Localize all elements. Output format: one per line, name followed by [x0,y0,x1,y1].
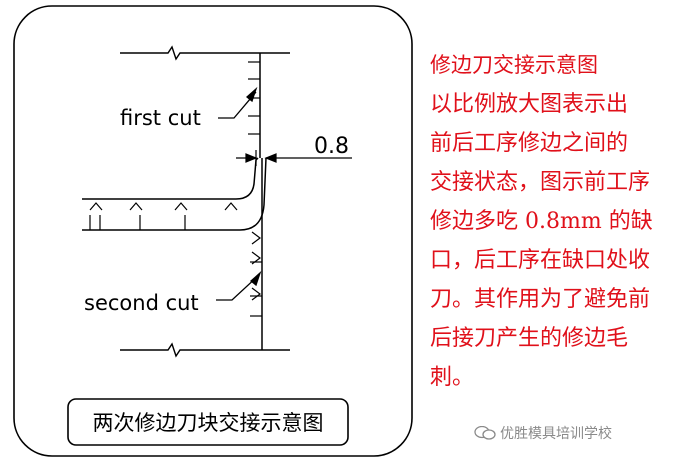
description-line: 交接状态，图示前工序 [430,170,651,195]
watermark: 优胜模具培训学校 [474,423,612,443]
first-cut-label: first cut [120,106,201,130]
description-line: 前后工序修边之间的 [430,131,629,156]
sheet-outline [82,157,259,200]
hatch-ticks-lower [250,261,262,317]
caption-label: 两次修边刀块交接示意图 [93,411,324,435]
description-line: 刀。其作用为了避免前 [430,287,651,312]
watermark-text: 优胜模具培训学校 [500,426,612,442]
bottom-break-line [120,342,290,358]
sheet-lower-edge [82,157,267,231]
description-line: 后接刀产生的修边毛 [430,326,629,351]
description-line: 以比例放大图表示出 [430,92,629,117]
wechat-icon [474,426,496,440]
description-text: 修边刀交接示意图 以比例放大图表示出 前后工序修边之间的 交接状态，图示前工序 … [430,46,692,397]
description-line: 修边多吃 0.8mm 的缺 [430,209,653,234]
dimension-value: 0.8 [314,134,349,159]
diagram-frame [13,5,413,457]
caption-box [67,398,349,446]
description-line: 口，后工序在缺口处收 [430,248,651,273]
hatch-ticks-upper [248,61,260,135]
second-cut-leader [216,270,262,301]
first-cut-leader [218,86,258,119]
second-cut-label: second cut [84,291,199,315]
top-break-line [120,45,290,61]
sheet-hatch [89,202,238,230]
dimension-line [236,150,352,166]
description-title: 修边刀交接示意图 [430,53,598,77]
second-cut-chevrons [251,231,261,301]
description-line: 刺。 [430,365,475,390]
